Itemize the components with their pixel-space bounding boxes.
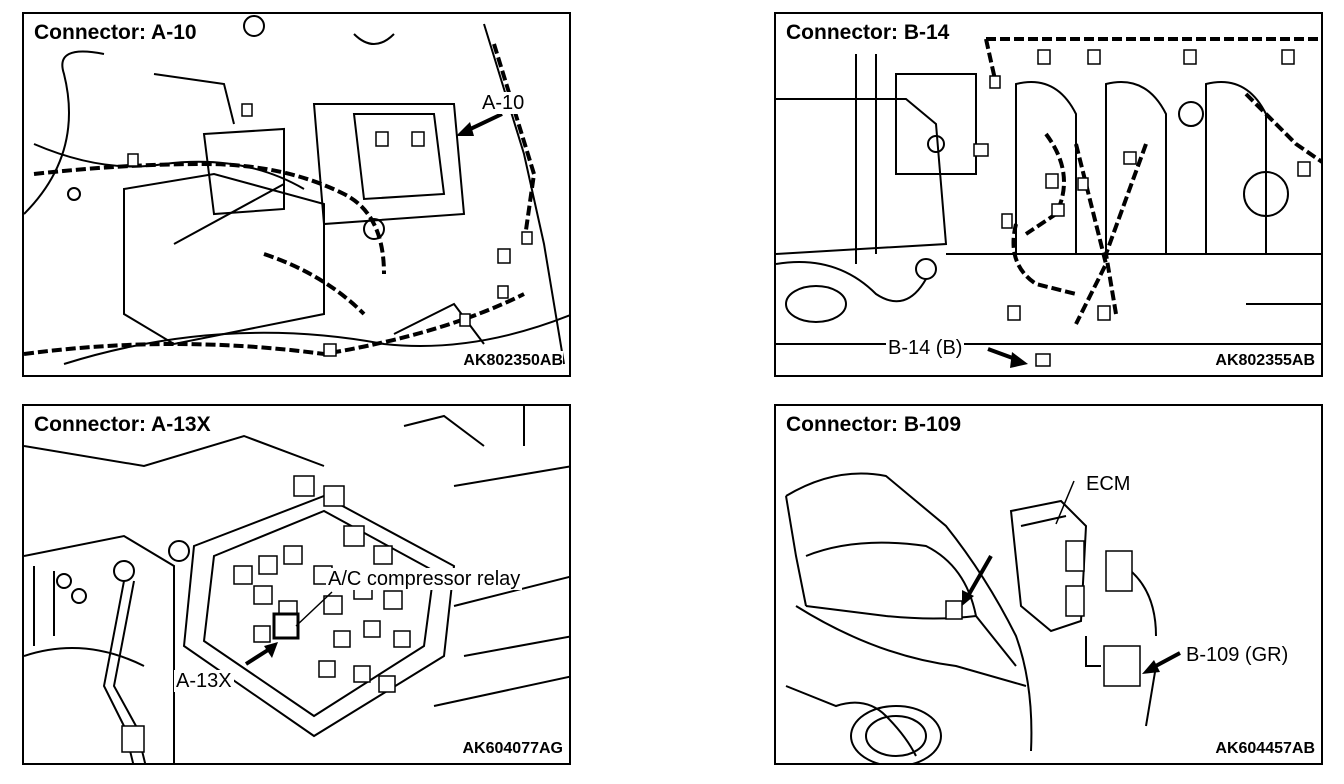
ecm-label: ECM: [1084, 473, 1133, 495]
panel-title: Connector: B-14: [786, 20, 954, 46]
image-code: AK604077AG: [459, 739, 563, 759]
engine-bay-drawing-a10: [24, 15, 569, 365]
panel-title: Connector: A-10: [34, 20, 201, 46]
diagram-panel-b14: Connector: B-14 B-14 (B) AK802355AB: [774, 12, 1323, 377]
panel-title: Connector: B-109: [786, 412, 966, 438]
image-code: AK802355AB: [1212, 351, 1315, 371]
image-code: AK802350AB: [460, 351, 563, 371]
ac-compressor-relay-label: A/C compressor relay: [326, 568, 523, 590]
vehicle-ecm-drawing-b109: [785, 472, 1181, 763]
engine-bay-drawing-b14: [776, 37, 1321, 368]
connector-callout-a13x: A-13X: [174, 670, 234, 692]
connector-callout-b14: B-14 (B): [886, 337, 965, 359]
diagram-panel-b109: Connector: B-109 ECM B-109 (GR) AK604457…: [774, 404, 1323, 765]
diagram-panel-a10: Connector: A-10 A-10 AK802350AB: [22, 12, 571, 377]
relay-box-drawing-a13x: [24, 406, 569, 763]
connector-callout-a10: A-10: [480, 92, 527, 114]
connector-callout-b109: B-109 (GR): [1184, 644, 1291, 666]
panel-title: Connector: A-13X: [34, 412, 215, 438]
image-code: AK604457AB: [1212, 739, 1315, 759]
diagram-panel-a13x: Connector: A-13X A/C compressor relay A-…: [22, 404, 571, 765]
